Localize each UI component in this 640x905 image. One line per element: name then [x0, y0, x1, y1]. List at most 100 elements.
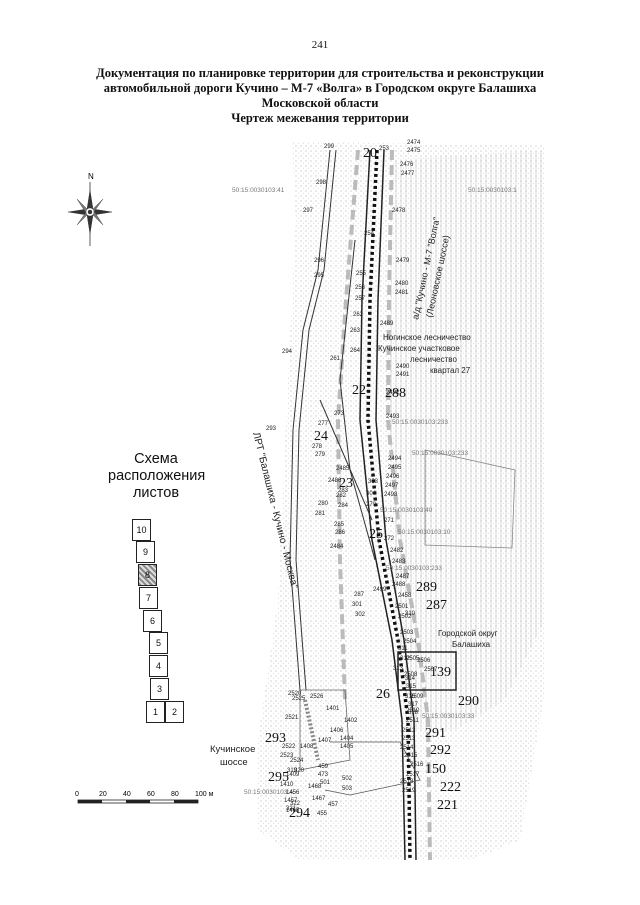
- point-label: 2485: [336, 466, 350, 472]
- point-label: 2514: [400, 745, 414, 751]
- point-label: 2499: [373, 587, 387, 593]
- point-label: 457: [328, 802, 339, 808]
- point-label: 1406: [330, 728, 344, 734]
- point-label: 2515: [404, 753, 418, 759]
- main-road: [359, 149, 406, 861]
- point-label: 310: [405, 611, 416, 617]
- point-label: 1465: [286, 808, 300, 814]
- point-label: 263: [350, 328, 361, 334]
- point-label: 2458: [398, 593, 412, 599]
- point-label: 1456: [286, 790, 300, 796]
- point-label: 272: [384, 536, 395, 542]
- point-label: 1407: [318, 738, 332, 744]
- point-label: 287: [354, 592, 365, 598]
- parcel-number: 288: [385, 386, 406, 401]
- cadastral-number: 50:15:0030103:1: [468, 187, 517, 194]
- road-red-line: [366, 149, 412, 861]
- point-label: 2480: [395, 281, 409, 287]
- point-label: 1402: [344, 718, 358, 724]
- kuchino-highway-plot: [324, 741, 421, 796]
- parcel-number: 139: [430, 665, 451, 680]
- parcel-number: 24: [314, 429, 328, 444]
- point-label: 1410: [280, 782, 294, 788]
- parcel-number: 292: [430, 743, 451, 758]
- point-label: 2489: [380, 321, 394, 327]
- parcel-number: 291: [425, 726, 446, 741]
- point-label: 293: [266, 426, 277, 432]
- cadastral-number: 50:15:0030103:233: [392, 419, 448, 426]
- point-label: 284: [338, 503, 349, 509]
- sheet-10: 10: [132, 519, 151, 541]
- scale-tick-label: 0: [75, 791, 79, 798]
- point-label: 302: [355, 612, 366, 618]
- drawing-title: Чертеж межевания территории: [231, 111, 409, 125]
- point-label: 2496: [386, 474, 400, 480]
- point-label: 270: [366, 502, 377, 508]
- point-label: 256: [355, 285, 366, 291]
- point-label: 2520: [288, 691, 302, 697]
- parcel-number: 287: [426, 598, 447, 613]
- point-label: 273: [334, 411, 345, 417]
- point-label: 2501: [395, 604, 409, 610]
- point-label: 257: [355, 296, 366, 302]
- forestry-label: Кучинское участковое: [378, 344, 460, 353]
- forestry-label: Ногинское лесничество: [383, 333, 471, 342]
- point-label: 2503: [400, 630, 414, 636]
- parcel-outline: [424, 449, 516, 549]
- point-label: 459: [318, 764, 329, 770]
- point-label: 2522: [282, 744, 296, 750]
- point-label: 319: [287, 768, 298, 774]
- point-label: 1467: [312, 796, 326, 802]
- point-label: 320: [294, 768, 305, 774]
- point-label: 2518: [400, 779, 414, 785]
- page-number: 241: [311, 39, 329, 51]
- document-title-line-2: автомобильной дороги Кучино – М-7 «Волга…: [103, 81, 537, 95]
- sheet-3: 3: [150, 678, 169, 700]
- point-label: 314: [405, 676, 416, 682]
- point-label: 254: [364, 231, 375, 237]
- point-label: 301: [352, 602, 363, 608]
- point-label: 286: [335, 530, 346, 536]
- point-label: 2478: [392, 208, 406, 214]
- point-label: 1405: [340, 744, 354, 750]
- point-label: 2513: [402, 736, 416, 742]
- sheet-9: 9: [136, 541, 155, 563]
- point-label: 1409: [286, 772, 300, 778]
- point-label: 277: [318, 421, 329, 427]
- point-label: 262: [353, 312, 364, 318]
- point-label: 296: [314, 258, 325, 264]
- parcel-number: 26: [376, 687, 390, 702]
- point-label: 280: [318, 501, 329, 507]
- forest-zone: [390, 150, 545, 730]
- point-label: 1408: [300, 744, 314, 750]
- point-label: 294: [282, 349, 293, 355]
- point-label: 281: [315, 511, 326, 517]
- railway-line-2: [295, 149, 337, 691]
- point-label: 2486: [328, 478, 342, 484]
- compass-north-label: N: [88, 172, 94, 181]
- point-label: 253: [379, 146, 390, 152]
- point-label: 503: [342, 786, 353, 792]
- parcel-number: 25: [369, 527, 383, 542]
- point-label: 2506: [417, 658, 431, 664]
- point-label: 2484: [330, 544, 344, 550]
- point-label: 2511: [406, 718, 420, 724]
- point-label: 1468: [308, 784, 322, 790]
- point-label: 2494: [388, 456, 402, 462]
- point-label: 2482: [390, 548, 404, 554]
- point-label: 2490: [396, 364, 410, 370]
- road-dashed-boundary: [335, 149, 360, 701]
- point-label: 318: [408, 710, 419, 716]
- point-label: 2474: [407, 140, 421, 146]
- point-label: 313: [393, 666, 404, 672]
- point-label: 2475: [407, 148, 421, 154]
- sheet-4: 4: [149, 655, 168, 677]
- point-label: 1404: [340, 736, 354, 742]
- secondary-road: [339, 239, 376, 561]
- point-label: 2526: [310, 694, 324, 700]
- point-label: 502: [342, 776, 353, 782]
- point-label: 473: [318, 772, 329, 778]
- point-label: 2505: [406, 656, 420, 662]
- point-label: 2519: [402, 788, 416, 794]
